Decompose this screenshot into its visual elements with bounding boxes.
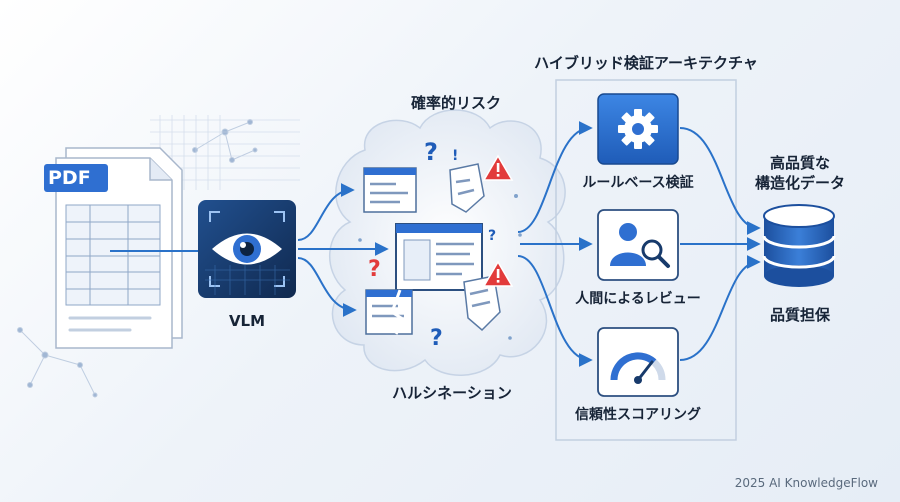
risk-title: 確率的リスク (410, 94, 502, 112)
network-decoration (17, 119, 258, 398)
main-doc (395, 223, 483, 291)
vlm-label: VLM (228, 312, 266, 330)
fragment-doc-top (363, 167, 417, 213)
human-review-box (597, 209, 679, 281)
svg-text:?: ? (424, 138, 438, 166)
broken-fragments (449, 163, 501, 332)
pdf-document (44, 147, 200, 349)
svg-text:?: ? (488, 228, 496, 244)
rule-check-box (597, 93, 679, 165)
svg-text:?: ? (368, 257, 381, 282)
warning-icon (482, 154, 514, 181)
human-review-label: 人間によるレビュー (575, 291, 701, 307)
question-mark-icons: ? ? ? ! ? (368, 138, 496, 351)
gauge-icon (610, 352, 666, 384)
pdf-badge-label: PDF (48, 167, 91, 189)
arrows-checks-to-db (679, 127, 761, 361)
eye-icon (212, 233, 282, 265)
svg-text:?: ? (430, 326, 443, 351)
rule-check-label: ルールベース検証 (582, 175, 694, 191)
database-icon (762, 204, 836, 287)
vlm-eye-box (198, 200, 296, 298)
output-title-line1: 高品質な (769, 154, 831, 172)
arrows-vlm-to-cloud (297, 183, 389, 317)
output-title-line2: 構造化データ (754, 174, 846, 192)
warning-icon (482, 260, 514, 287)
pdf-badge (44, 164, 108, 192)
hallucination-label: ハルシネーション (392, 384, 512, 402)
scoring-label: 信頼性スコアリング (575, 407, 701, 423)
gear-icon (618, 109, 658, 149)
hybrid-title: ハイブリッド検証アーキテクチャ (534, 54, 758, 72)
footer-credit: 2025 AI KnowledgeFlow (734, 476, 878, 490)
person-search-icon (610, 223, 670, 268)
svg-text:!: ! (452, 148, 458, 164)
fragment-doc-bottom (365, 289, 413, 335)
quality-label: 品質担保 (769, 306, 831, 324)
scoring-box (597, 327, 679, 397)
arrows-cloud-to-checks (517, 121, 593, 367)
